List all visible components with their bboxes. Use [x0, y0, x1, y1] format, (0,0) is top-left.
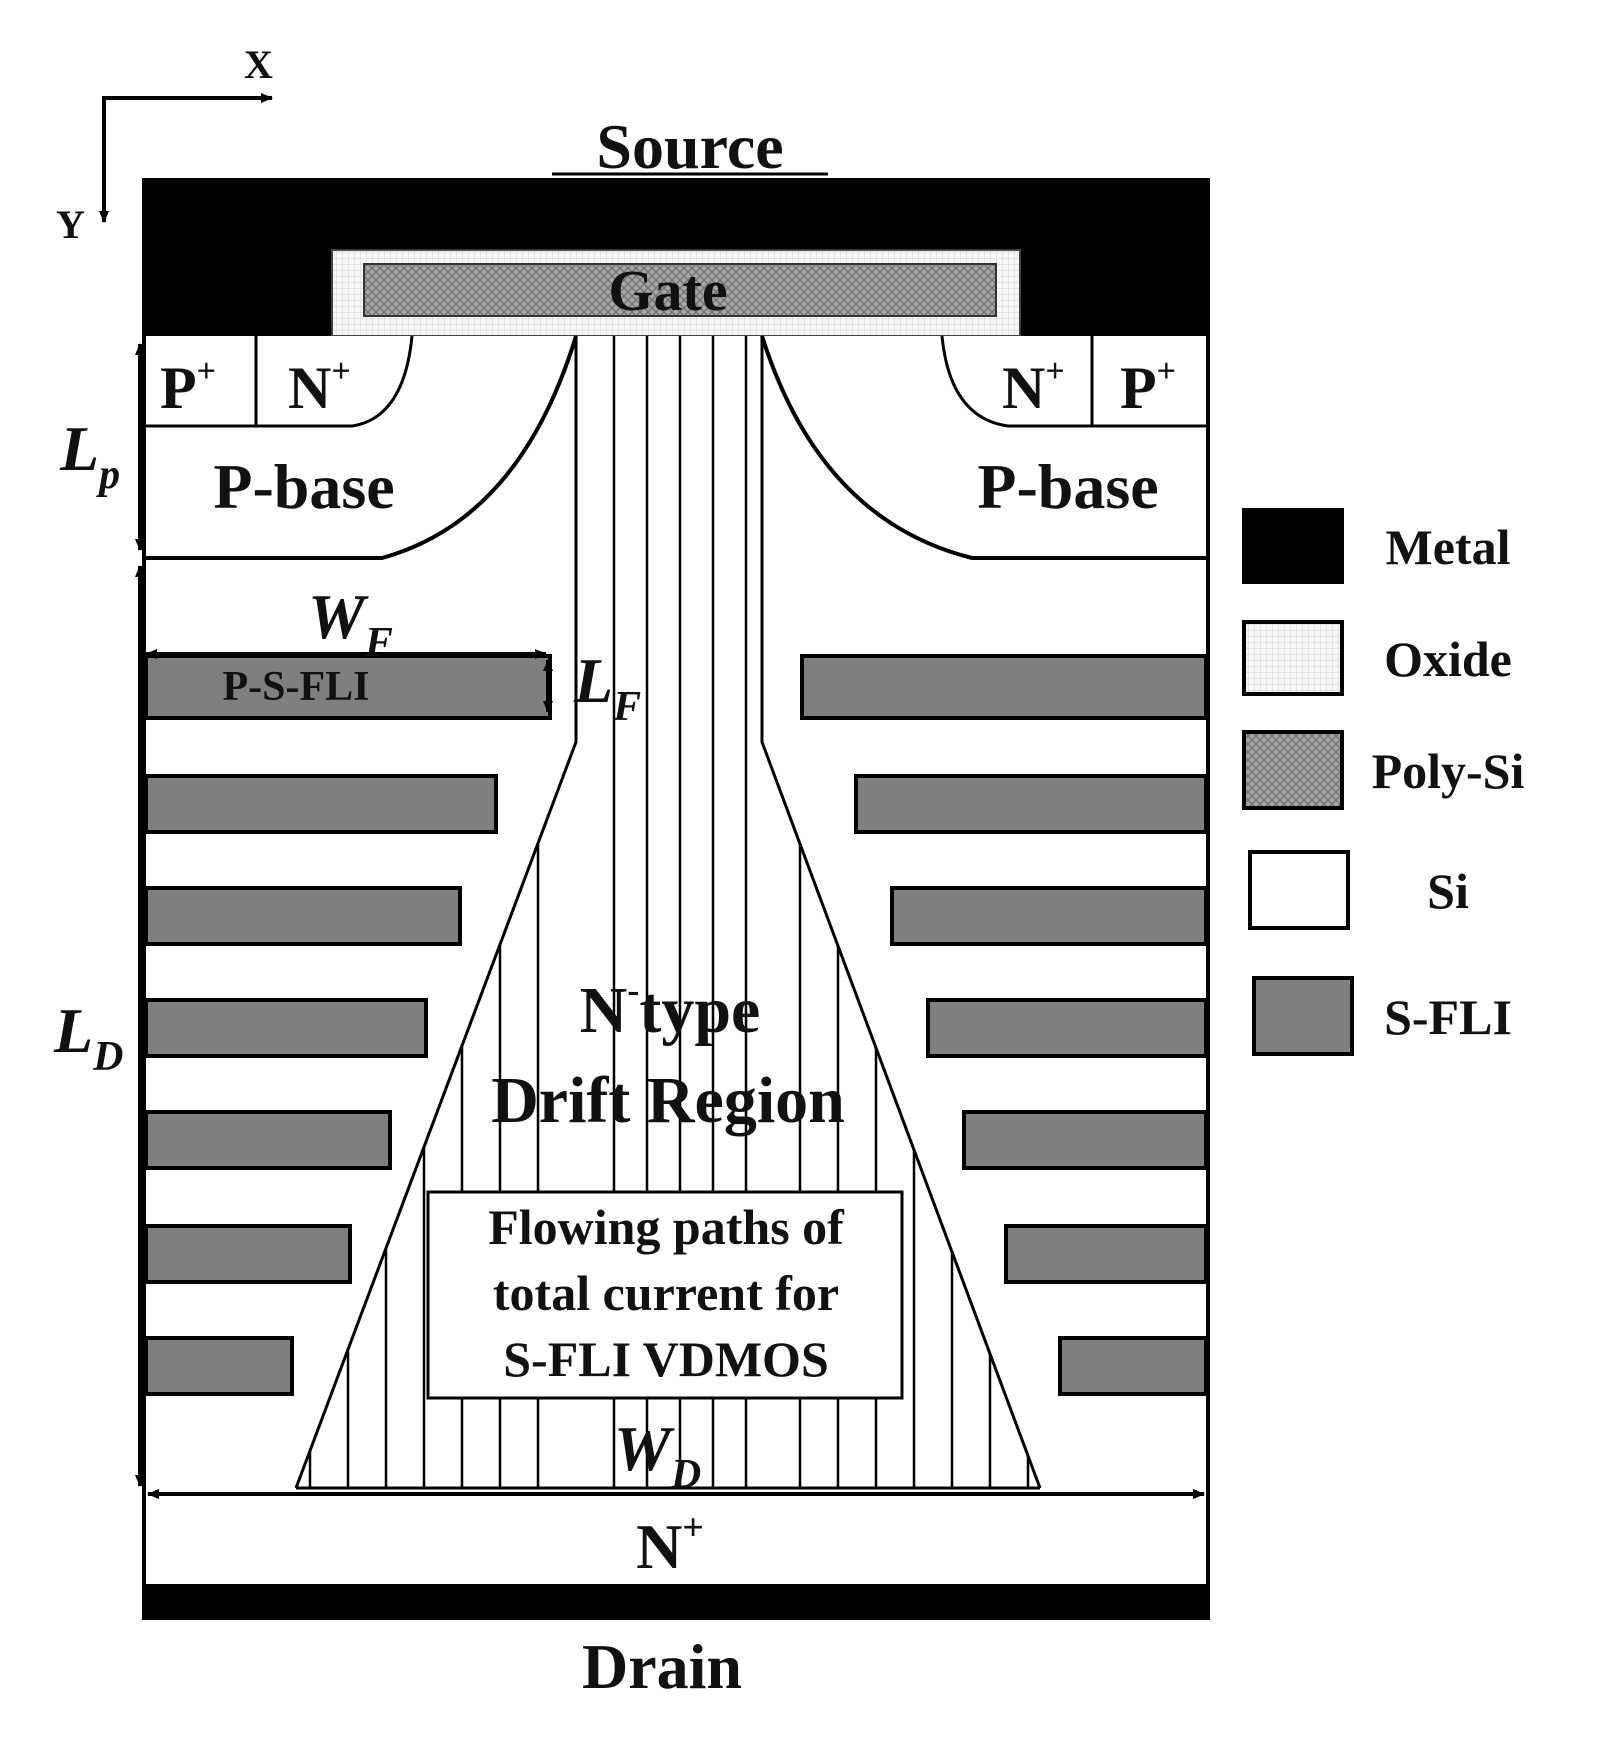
p-base-left-label: P-base: [213, 451, 394, 522]
y-axis-label: Y: [56, 202, 85, 247]
svg-text:Lp: Lp: [59, 413, 120, 498]
legend-label: Si: [1427, 863, 1469, 919]
annotation-box: [426, 1190, 904, 1400]
s-fli-bar-right: [1004, 1224, 1208, 1284]
p-plus-right-label: P+: [1120, 353, 1176, 421]
x-axis-label: X: [244, 42, 273, 87]
drift-label-line2: Drift Region: [491, 1064, 845, 1137]
s-fli-bar-right: [1058, 1336, 1208, 1396]
s-fli-bar-right: [962, 1110, 1208, 1170]
p-base-left-boundary: [144, 335, 578, 560]
flow-boundary-left: [294, 336, 578, 1489]
s-fli-bar-right: [854, 774, 1208, 834]
n-plus-left-label: N+: [288, 353, 351, 421]
source-label: Source: [596, 111, 783, 182]
dimension-lf: LF: [543, 645, 641, 730]
legend-swatch-oxide: [1242, 620, 1344, 696]
annotation-line-3: S-FLI VDMOS: [503, 1331, 829, 1387]
legend-label: Oxide: [1384, 631, 1512, 687]
p-base-right-label: P-base: [977, 451, 1158, 522]
gate-label: Gate: [608, 258, 727, 323]
n-plus-right-label: N+: [1002, 353, 1065, 421]
drift-label-line1: N-type: [580, 970, 761, 1047]
dimension-wf: WF: [145, 581, 547, 666]
legend-label: Metal: [1386, 519, 1511, 575]
dimension-ld: LD: [53, 565, 145, 1487]
legend-swatch-metal: [1242, 508, 1344, 584]
drain-metal: [144, 1584, 1210, 1620]
svg-text:LF: LF: [573, 645, 641, 730]
legend-swatch-si: [1248, 850, 1350, 930]
annotation-line-2: total current for: [493, 1265, 839, 1321]
p-plus-left-label: P+: [160, 353, 216, 421]
s-fli-bar-right: [926, 998, 1208, 1058]
dimension-wd: WD: [147, 1413, 1205, 1499]
s-fli-bar-right: [800, 654, 1208, 720]
legend-swatch-poly-si: [1242, 730, 1344, 810]
annotation-line-1: Flowing paths of: [488, 1199, 845, 1255]
flow-boundary-right: [760, 336, 1042, 1489]
svg-text:WF: WF: [308, 581, 393, 666]
p-base-right-boundary: [760, 335, 1208, 560]
svg-text:LD: LD: [53, 995, 123, 1080]
legend-swatch-s-fli: [1252, 976, 1354, 1056]
s-fli-bar-left: [144, 1110, 392, 1170]
s-fli-bar-left: [144, 1336, 294, 1396]
legend-label: Poly-Si: [1372, 743, 1525, 799]
s-fli-bar-left: [144, 998, 428, 1058]
s-fli-bar-left: [144, 1224, 352, 1284]
p-s-fli-label: P-S-FLI: [223, 664, 370, 710]
legend-label: S-FLI: [1384, 989, 1512, 1045]
drain-label: Drain: [582, 1631, 742, 1702]
s-fli-bar-left: [144, 774, 498, 834]
left-contact-regions: P+ N+: [144, 335, 414, 428]
gate-poly: [363, 263, 997, 317]
n-plus-substrate-label: N+: [636, 1507, 704, 1582]
right-contact-regions: N+ P+: [940, 335, 1208, 428]
s-fli-bar-left: [144, 886, 462, 946]
axis-indicator: X Y: [56, 42, 273, 247]
svg-text:WD: WD: [614, 1413, 701, 1498]
s-fli-bars: [144, 654, 1208, 1396]
dimension-lp: Lp: [59, 343, 145, 551]
s-fli-bar-right: [890, 886, 1208, 946]
